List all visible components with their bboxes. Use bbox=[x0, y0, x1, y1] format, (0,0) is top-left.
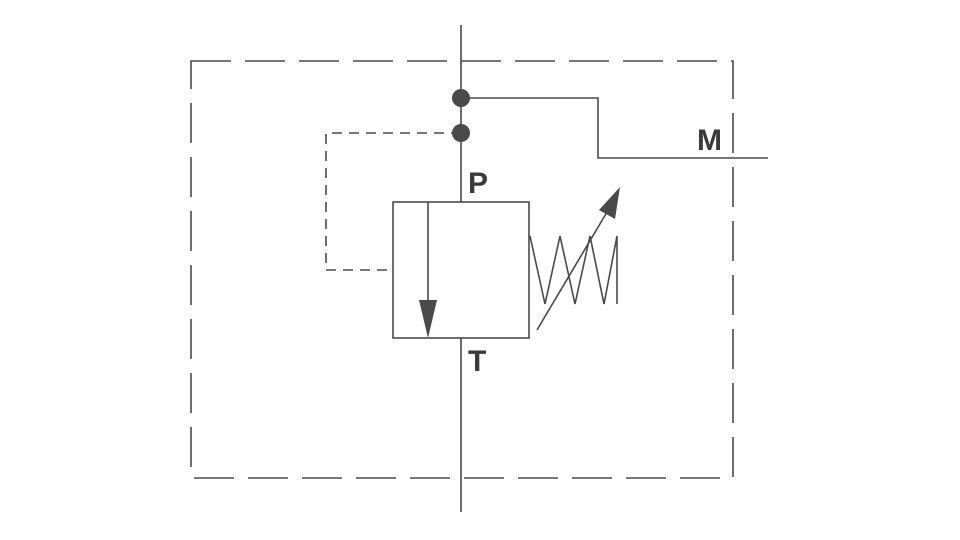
port-label-gauge: M bbox=[697, 124, 722, 157]
adjustable-arrow-head bbox=[599, 187, 620, 219]
valve-body bbox=[392, 201, 530, 339]
adjustable-arrow-shaft bbox=[536, 206, 611, 331]
flow-arrow-head bbox=[419, 300, 437, 338]
port-label-pressure: P bbox=[468, 167, 488, 200]
port-label-tank: T bbox=[468, 345, 486, 378]
enclosure-dashed-border bbox=[190, 60, 734, 479]
spring-zigzag bbox=[529, 235, 618, 305]
gauge-port-line bbox=[461, 97, 768, 159]
